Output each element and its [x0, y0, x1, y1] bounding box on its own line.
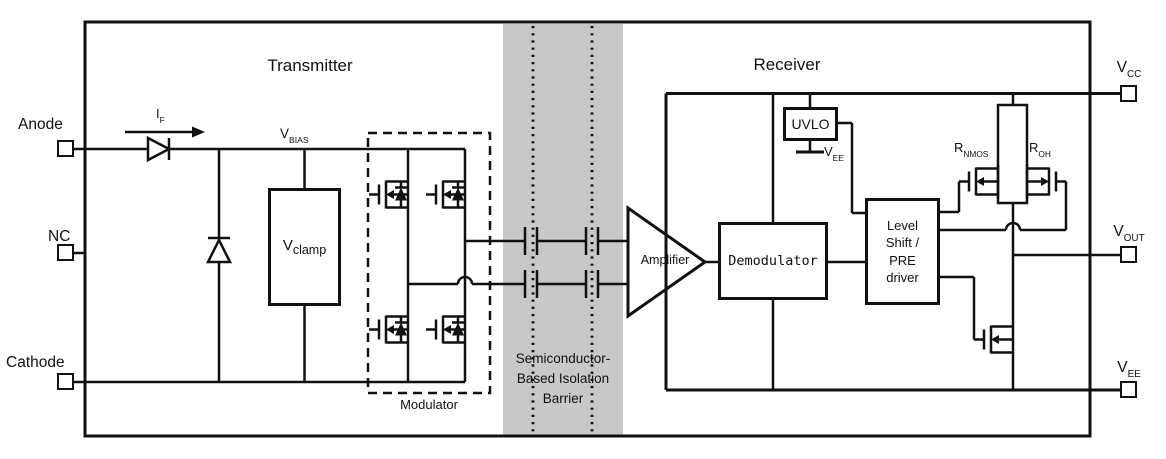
cathode-pin-label: Cathode: [6, 354, 65, 371]
input-diode: [146, 135, 172, 163]
anode-pin-label: Anode: [18, 116, 63, 133]
roh-label: ROH: [1029, 140, 1051, 159]
anode-pin: [57, 140, 74, 157]
vbias-label: VBIAS: [280, 126, 309, 145]
pulldown-mosfet: [972, 321, 1015, 358]
modulator-mosfet-bottom-left: [367, 311, 410, 348]
level-shift-line-1: Level: [886, 217, 919, 233]
levelshift-output-wires: [940, 181, 1068, 340]
rnmos-mosfet: [957, 163, 1000, 200]
vcc-pin-label: VCC: [1116, 59, 1142, 81]
barrier-line-2: Based Isolation: [516, 371, 610, 386]
uvlo-box: UVLO: [783, 107, 838, 141]
level-shift-line-4: driver: [886, 270, 919, 285]
barrier-line-1: Semiconductor-: [515, 351, 611, 366]
nc-pin: [57, 244, 74, 261]
isolation-barrier-text: Semiconductor- Based Isolation Barrier: [500, 349, 626, 409]
forward-current-arrow: [125, 126, 205, 138]
modulator-columns: [406, 149, 467, 382]
vout-pin: [1120, 246, 1137, 263]
modulator-mosfet-top-right: [424, 176, 467, 213]
amplifier-label: Amplifier: [640, 253, 690, 267]
vout-pin-label: VOUT: [1113, 223, 1145, 245]
level-shift-line-2: Shift /: [885, 235, 920, 250]
modulator-mosfet-bottom-right: [424, 311, 467, 348]
forward-current-label: IF: [156, 106, 165, 125]
barrier-line-3: Barrier: [542, 391, 584, 406]
output-stage-wires: [996, 93, 1120, 390]
vclamp-label: Vclamp: [282, 237, 327, 257]
vcc-pin: [1120, 85, 1137, 102]
level-shift-box: Level Shift / PRE driver: [865, 198, 940, 305]
level-shift-line-3: PRE: [889, 252, 916, 268]
nc-pin-label: NC: [48, 228, 71, 245]
uvlo-vee-label: VEE: [824, 144, 844, 163]
transmitter-title: Transmitter: [267, 56, 353, 75]
cathode-pin: [57, 373, 74, 390]
shunt-diode: [205, 149, 233, 382]
roh-mosfet: [1025, 163, 1068, 200]
rnmos-label: RNMOS: [954, 140, 989, 159]
vclamp-box: Vclamp: [268, 188, 341, 306]
receiver-title: Receiver: [753, 55, 821, 74]
vee-pin: [1120, 381, 1137, 398]
uvlo-label: UVLO: [791, 116, 830, 132]
modulator-dashed-box: [366, 131, 492, 395]
demodulator-box: Demodulator: [718, 222, 828, 300]
vee-pin-label: VEE: [1117, 359, 1141, 381]
modulator-label: Modulator: [400, 397, 458, 412]
modulator-mosfet-top-left: [367, 176, 410, 213]
demodulator-label: Demodulator: [728, 253, 818, 269]
